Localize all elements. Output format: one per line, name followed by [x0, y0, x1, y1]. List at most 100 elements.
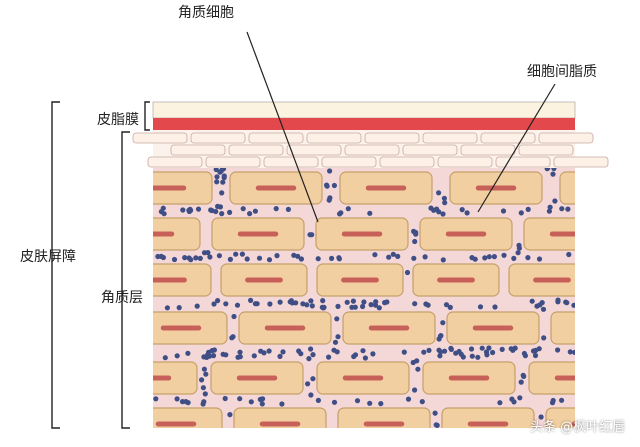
lipid-dot — [164, 305, 170, 311]
lipid-dot — [360, 303, 366, 310]
lipid-dot — [298, 351, 304, 357]
lipid-dot — [158, 253, 164, 259]
flattened-cell — [437, 156, 493, 168]
lipid-dot — [200, 401, 206, 407]
lipid-dot — [327, 168, 333, 174]
lipid-dot — [174, 396, 180, 402]
lipid-dot — [223, 301, 229, 307]
lipid-dot — [479, 345, 485, 351]
lipid-dot — [552, 198, 558, 204]
lipid-dot — [174, 353, 180, 359]
lipid-dot — [240, 206, 246, 212]
lipid-dot — [329, 255, 335, 261]
lipid-dot — [536, 256, 543, 262]
lipid-dot — [442, 200, 448, 206]
lipid-dot — [334, 316, 340, 322]
lipid-dot — [237, 349, 243, 355]
corneocyte — [550, 311, 575, 345]
lipid-dot — [440, 257, 446, 263]
stratum-corneum-bracket — [121, 131, 130, 429]
lipid-dot — [334, 349, 340, 355]
corneocyte-nucleus — [153, 375, 172, 381]
lipid-dot — [555, 297, 561, 303]
corneocyte-nucleus — [341, 277, 379, 283]
lipid-dot — [469, 255, 475, 261]
lipid-dot — [414, 358, 420, 364]
lipid-dot — [259, 401, 265, 407]
lipid-dot — [512, 345, 518, 351]
lipid-dot — [516, 242, 522, 248]
lipid-dot — [204, 352, 210, 358]
lipid-dot — [415, 366, 421, 372]
lipid-dot — [565, 206, 571, 212]
corneocyte-nucleus — [153, 277, 187, 283]
corneocyte-nucleus — [259, 421, 301, 427]
corneocyte-nucleus — [475, 185, 517, 191]
lipid-dot — [215, 298, 221, 304]
lipid-dot — [220, 351, 226, 357]
lipid-dot — [298, 256, 304, 262]
lipid-dot — [315, 397, 321, 403]
lipid-dot — [501, 252, 507, 258]
corneocyte-nucleus — [153, 185, 187, 191]
lipid-dot — [171, 256, 178, 263]
lipid-dot — [566, 251, 572, 258]
lipid-dot — [551, 168, 557, 172]
lipid-dot — [258, 348, 264, 354]
lipid-dot — [320, 298, 326, 304]
lipid-dot — [227, 256, 233, 262]
lipid-dot — [248, 297, 254, 303]
corneocyte-nucleus — [153, 231, 175, 237]
flattened-cell — [538, 132, 594, 144]
lipid-dot — [486, 254, 492, 260]
lipid-dot — [203, 371, 209, 377]
lipid-dot — [239, 251, 245, 257]
flattened-cell — [480, 132, 536, 144]
lipid-dot — [423, 301, 429, 307]
watermark: 头条 @枫叶红唇 — [530, 420, 626, 435]
flattened-cell — [422, 132, 478, 144]
lipid-dot — [176, 305, 182, 311]
lipid-dot — [405, 396, 412, 402]
corneocyte-grid — [153, 171, 575, 428]
lipid-dot — [525, 255, 531, 261]
lipid-dot — [350, 298, 356, 304]
lipid-dot — [437, 353, 443, 359]
lipid-dot — [252, 208, 258, 214]
corneocyte-leader — [246, 31, 319, 223]
flattened-cell — [190, 132, 246, 144]
lipid-dot — [367, 210, 373, 216]
lipid-dot — [254, 301, 260, 307]
lipid-dot — [194, 303, 200, 309]
corneocyte — [528, 361, 575, 395]
lipid-dot — [436, 336, 442, 342]
lipid-dot — [563, 299, 569, 305]
lipid-dot — [547, 204, 553, 210]
lipid-dot — [326, 197, 332, 203]
corneocyte-nucleus — [549, 231, 575, 237]
flattened-cell — [402, 144, 458, 156]
flattened-cell — [553, 156, 609, 168]
corneocyte — [441, 407, 535, 428]
lipid-dot — [309, 303, 315, 309]
lipid-dot — [266, 348, 272, 354]
corneocyte-nucleus — [236, 375, 278, 381]
lipid-dot — [277, 299, 283, 305]
skin-barrier-bracket — [51, 101, 60, 429]
lipid-dot — [521, 350, 528, 357]
lipid-dot — [326, 354, 332, 360]
stratum-corneum-label: 角质层 — [101, 290, 143, 306]
lipid-dot — [153, 396, 159, 402]
lipid-dot — [267, 301, 273, 307]
lipid-dot — [545, 168, 551, 171]
corneocyte-nucleus — [467, 421, 509, 427]
flattened-cell — [364, 132, 420, 144]
corneocyte-nucleus — [341, 231, 383, 237]
flattened-cell — [248, 132, 304, 144]
lipid-dot — [336, 255, 342, 261]
lipid-dot — [310, 376, 316, 382]
lipid-dot — [559, 206, 565, 212]
sebum-film-bracket — [144, 101, 150, 131]
lipid-dot — [490, 349, 496, 356]
